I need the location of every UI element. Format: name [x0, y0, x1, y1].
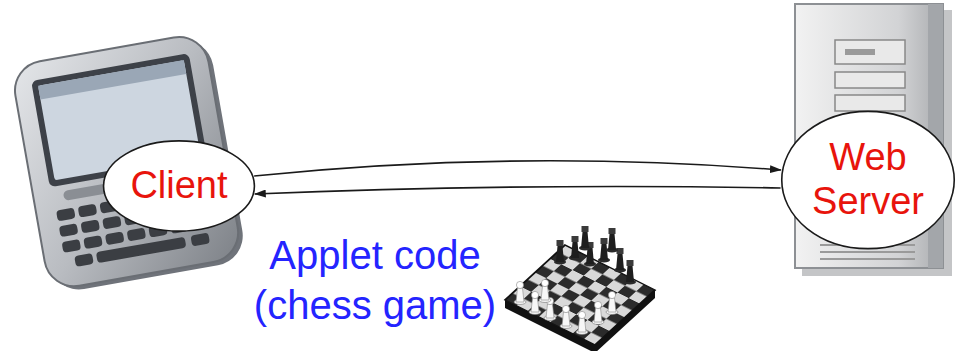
arrow-connector — [254, 161, 781, 176]
text-wrap: Web Server — [804, 136, 932, 223]
applet-label: Applet code (chess game) — [240, 230, 510, 330]
chess-illustration — [505, 226, 655, 351]
arrow-connector — [255, 186, 781, 194]
client-ellipse: Client — [102, 140, 256, 232]
text-wrap: Client — [130, 164, 227, 208]
node-label: Client — [130, 164, 227, 208]
node-label: Web Server — [804, 136, 932, 223]
server-ellipse: Web Server — [780, 110, 956, 250]
